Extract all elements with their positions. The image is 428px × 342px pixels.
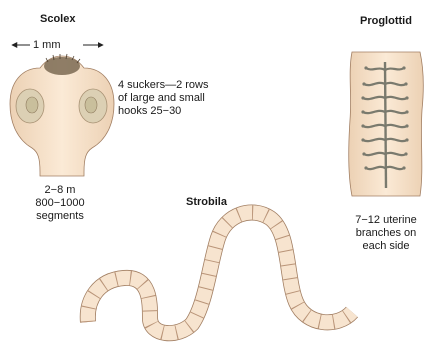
suckers-note: 4 suckers—2 rows of large and small hook… — [118, 79, 208, 118]
scolex-title: Scolex — [40, 13, 75, 26]
suckers-note-line-1: 4 suckers—2 rows — [118, 79, 208, 92]
scale-label: 1 mm — [33, 39, 61, 52]
length-note-line-3: segments — [22, 210, 98, 223]
rostellum-hooks — [44, 57, 80, 75]
proglottid-shape — [349, 52, 424, 196]
suckers-note-line-2: of large and small — [118, 92, 208, 105]
length-note-line-1: 2−8 m — [22, 184, 98, 197]
length-note: 2−8 m 800−1000 segments — [22, 184, 98, 223]
strobila-chain — [88, 212, 352, 333]
uterine-note-line-3: each side — [346, 240, 426, 253]
uterine-note: 7−12 uterine branches on each side — [346, 214, 426, 253]
sucker-right — [79, 89, 107, 123]
proglottid-title: Proglottid — [360, 15, 412, 28]
suckers-note-line-3: hooks 25−30 — [118, 105, 208, 118]
uterine-note-line-2: branches on — [346, 227, 426, 240]
strobila-title: Strobila — [186, 196, 227, 209]
length-note-line-2: 800−1000 — [22, 197, 98, 210]
uterine-note-line-1: 7−12 uterine — [346, 214, 426, 227]
sucker-left — [16, 89, 44, 123]
scolex-shape — [10, 54, 114, 176]
